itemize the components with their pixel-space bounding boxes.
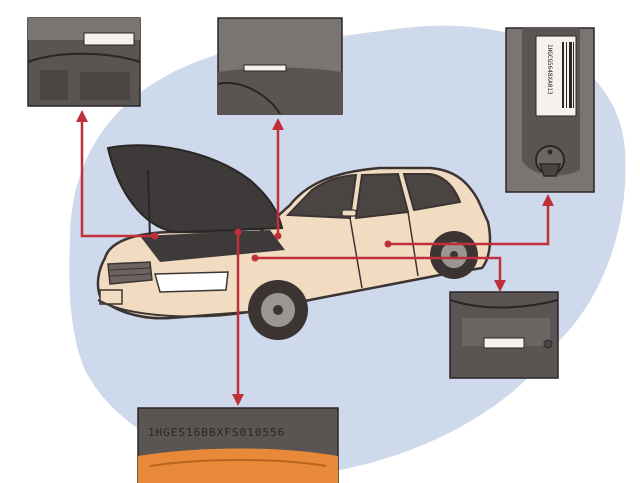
arrow-windshield (80, 116, 155, 238)
car-illustration (96, 144, 492, 340)
door-latch-icon (535, 145, 565, 177)
vin-number: 1HGES16BBXFS010556 (148, 426, 285, 439)
frame-inset (449, 291, 559, 379)
arrow-heads (76, 110, 554, 406)
dashboard-inset (217, 17, 343, 115)
door-jamb-inset: 1HGCG5648XA013 (505, 27, 595, 193)
sticker-text: 1HGCG5648XA013 (546, 44, 553, 95)
arrow-frame (255, 256, 502, 285)
pointer-arrows (80, 116, 550, 400)
barcode-icon (562, 42, 574, 108)
windshield-inset (27, 17, 141, 107)
engine-block-inset: 1HGES16BBXFS010556 (137, 407, 339, 483)
arrow-door-jamb (388, 200, 550, 246)
